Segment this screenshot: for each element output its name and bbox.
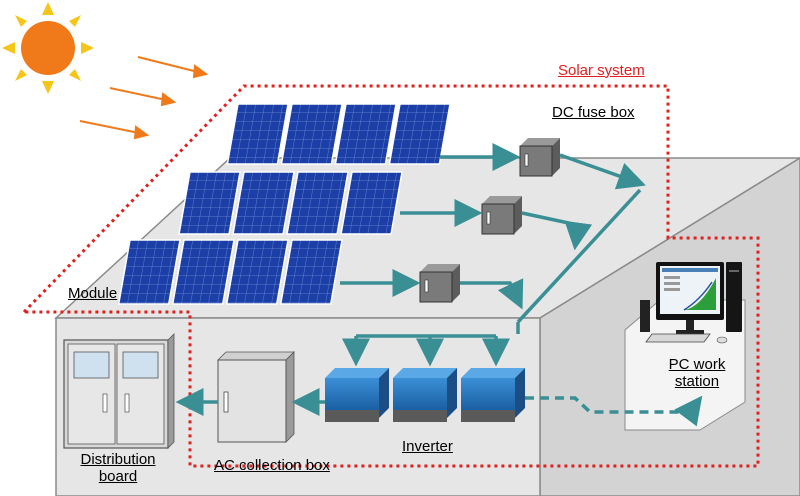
solar-system-boundary: [20, 84, 760, 468]
inverter-icon: [325, 368, 525, 422]
distribution-board-label: Distribution board: [68, 451, 168, 485]
distribution-board-icon: [63, 333, 175, 449]
distribution-board-label-line1: Distribution: [80, 451, 156, 468]
sunlight-arrows: [79, 56, 209, 140]
dc-flow-arrows: [340, 143, 646, 367]
module-label: Module: [68, 285, 118, 302]
ac-collection-box-label: AC collection box: [214, 457, 330, 474]
pc-workstation-label-line1: PC work: [668, 356, 726, 373]
data-link-arrow: [525, 395, 703, 427]
solar-panel-icon: [117, 103, 451, 305]
dc-fuse-box-label: DC fuse box: [552, 104, 635, 121]
solar-system-label: Solar system: [558, 62, 645, 79]
pc-icon: [640, 262, 742, 344]
sun-icon: [2, 2, 94, 94]
fuse-box-icon: [419, 138, 560, 303]
pc-workstation-label-line2: station: [674, 373, 720, 390]
inverter-label: Inverter: [402, 438, 453, 455]
pc-workstation-label: PC work station: [658, 356, 736, 390]
ac-box-icon: [217, 351, 295, 443]
distribution-board-label-line2: board: [98, 468, 138, 485]
